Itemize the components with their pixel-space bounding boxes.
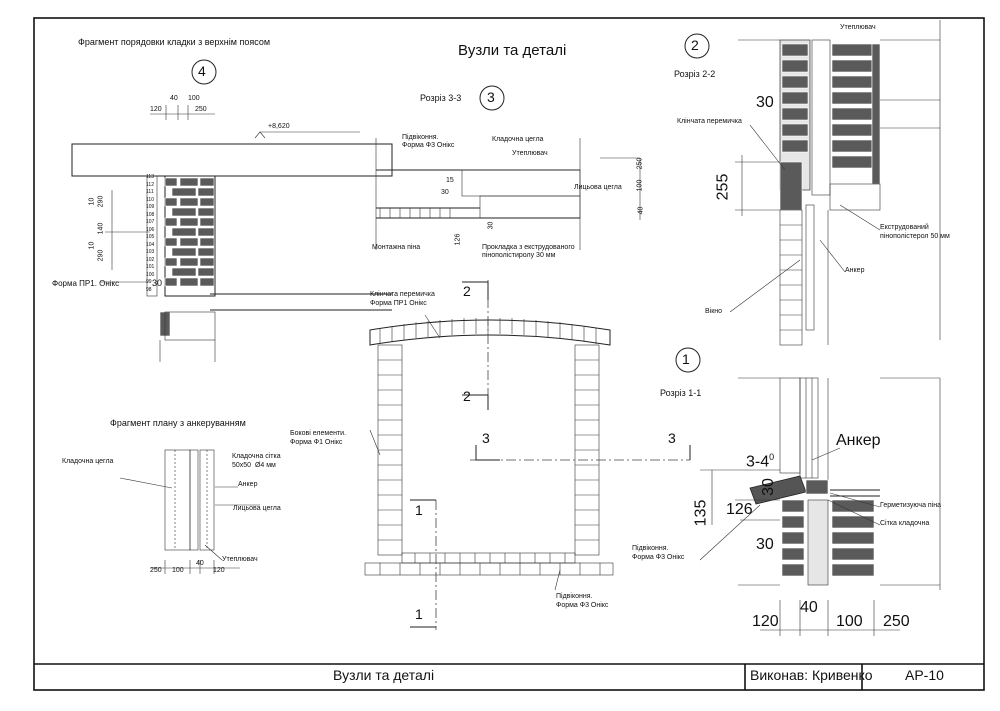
detail-1-label: Розріз 1-1 bbox=[660, 388, 702, 398]
d1-dim-126: 126 bbox=[726, 501, 753, 518]
stamp-code: АР-10 bbox=[905, 667, 944, 683]
stamp-title: Вузли та деталі bbox=[333, 667, 435, 683]
dim-100: 100 bbox=[188, 95, 200, 102]
s3-masonry-brick: Кладочна цегла bbox=[492, 136, 544, 143]
d2-anchor: Анкер bbox=[845, 267, 865, 274]
d2-insulation: Утеплювач bbox=[840, 24, 876, 31]
s3-sill: Підвіконня. Форма Ф3 Онікс bbox=[402, 134, 455, 149]
d1-dim-30b: 30 bbox=[756, 536, 774, 553]
d2-xps: Екструдований пінополістерол 50 мм bbox=[880, 224, 950, 240]
section-3-marker bbox=[479, 85, 505, 111]
detail-4-title: Фрагмент порядовки кладки з верхнім пояс… bbox=[78, 37, 271, 47]
d1-anchor: Анкер bbox=[836, 432, 881, 449]
detail-2-marker bbox=[684, 33, 710, 59]
detail-4-number: 4 bbox=[198, 63, 206, 79]
detail-1-number: 1 bbox=[682, 351, 690, 367]
cut-2-top: 2 bbox=[463, 283, 471, 299]
cut-2-bottom: 2 bbox=[463, 388, 471, 404]
detail-2-bricks bbox=[779, 43, 881, 211]
plan-masonry-brick: Кладочна цегла bbox=[62, 458, 114, 465]
d1-dim-40: 40 bbox=[800, 599, 818, 616]
plan-fragment-drawing bbox=[119, 449, 260, 574]
detail-2-drawing bbox=[684, 20, 941, 346]
dim-left-290a: 290 bbox=[97, 195, 105, 208]
lintel-arch bbox=[369, 319, 611, 346]
d2-dim-30: 30 bbox=[756, 94, 774, 111]
cut-1-top: 1 bbox=[415, 502, 423, 518]
cut-3-right: 3 bbox=[668, 430, 676, 446]
s3-dim-250: 250 bbox=[636, 157, 644, 170]
cut-1-bottom: 1 bbox=[415, 606, 423, 622]
s3-dim-15: 15 bbox=[446, 177, 454, 184]
section-3-drawing bbox=[375, 85, 641, 250]
detail-1-drawing bbox=[675, 347, 941, 636]
dim-250: 250 bbox=[195, 106, 207, 113]
facade-side: Бокові елементи. Форма Ф1 Онікс bbox=[290, 430, 347, 446]
dim-left-10a: 10 bbox=[88, 197, 96, 206]
s3-facing-brick: Лицьова цегла bbox=[574, 184, 622, 191]
d1-dim-120: 120 bbox=[752, 613, 779, 630]
dim-left-290b: 290 bbox=[97, 249, 105, 262]
window-facade-drawing bbox=[364, 280, 691, 630]
d2-lintel: Клінчата перемичка bbox=[677, 118, 742, 125]
cut-3-left: 3 bbox=[482, 430, 490, 446]
plan-dim-120: 120 bbox=[213, 567, 225, 574]
facade-sill: Підвіконня. Форма Ф3 Онікс bbox=[556, 593, 609, 609]
d1-sealing-foam: Герметизуюча піна bbox=[880, 502, 942, 509]
plan-facing-brick: Лицьова цегла bbox=[233, 505, 281, 512]
detail-1-bricks bbox=[781, 499, 875, 577]
plan-dim-100: 100 bbox=[172, 567, 184, 574]
s3-foam: Монтажна піна bbox=[372, 244, 421, 251]
concrete-belt bbox=[71, 143, 393, 177]
plan-mesh: Кладочна сітка 50х50 Ø4 мм bbox=[232, 453, 281, 469]
s3-insulation: Утеплювач bbox=[512, 150, 548, 157]
s3-dim-30a: 30 bbox=[441, 189, 449, 196]
sheet-frame bbox=[33, 17, 985, 691]
detail-4-drawing bbox=[71, 59, 393, 362]
dim-40: 40 bbox=[170, 95, 178, 102]
d1-dim-250: 250 bbox=[883, 613, 910, 630]
detail-1-marker bbox=[675, 347, 701, 373]
d1-dim-3-4: 3-40 bbox=[746, 452, 775, 471]
sheet-title: Вузли та деталі bbox=[458, 42, 567, 59]
d2-dim-255: 255 bbox=[714, 173, 732, 201]
plan-anchor: Анкер bbox=[238, 481, 258, 488]
plan-fragment-title: Фрагмент плану з анкеруванням bbox=[110, 418, 246, 428]
d1-dim-135: 135 bbox=[692, 499, 710, 527]
d1-mesh: Сітка кладочна bbox=[880, 520, 930, 527]
facade-lintel: Клінчата перемичка Форма ПР1 Онікс bbox=[370, 291, 435, 307]
d1-dim-30a: 30 bbox=[759, 478, 777, 496]
d2-window: Вікно bbox=[705, 308, 723, 315]
form-pr1-label: Форма ПР1. Онікс bbox=[52, 279, 120, 288]
s3-gasket: Прокладка з екструдованого пінополістиро… bbox=[482, 244, 575, 259]
dim-left-10b: 10 bbox=[88, 241, 96, 250]
stamp-author: Виконав: Кривенко bbox=[750, 667, 873, 683]
s3-dim-40: 40 bbox=[637, 206, 645, 215]
d1-sill: Підвіконня. Форма Ф3 Онікс bbox=[632, 545, 685, 561]
s3-dim-126: 126 bbox=[454, 233, 462, 246]
dim-120: 120 bbox=[150, 106, 162, 113]
detail-4-marker bbox=[191, 59, 217, 85]
dim-30-d4: 30 bbox=[152, 278, 163, 288]
plan-dim-40: 40 bbox=[196, 560, 204, 567]
s3-dim-100: 100 bbox=[636, 179, 644, 192]
d1-dim-100: 100 bbox=[836, 613, 863, 630]
section-3-label: Розріз 3-3 bbox=[420, 93, 462, 103]
detail-2-label: Розріз 2-2 bbox=[674, 69, 716, 79]
plan-dim-250: 250 bbox=[150, 567, 162, 574]
section-3-number: 3 bbox=[487, 89, 495, 105]
dim-left-140: 140 bbox=[97, 222, 105, 235]
sill-profile bbox=[461, 169, 581, 197]
elevation: +8,620 bbox=[268, 123, 290, 130]
detail-2-number: 2 bbox=[691, 37, 699, 53]
s3-dim-30b: 30 bbox=[487, 221, 495, 230]
plan-insulation: Утеплювач bbox=[222, 556, 258, 563]
